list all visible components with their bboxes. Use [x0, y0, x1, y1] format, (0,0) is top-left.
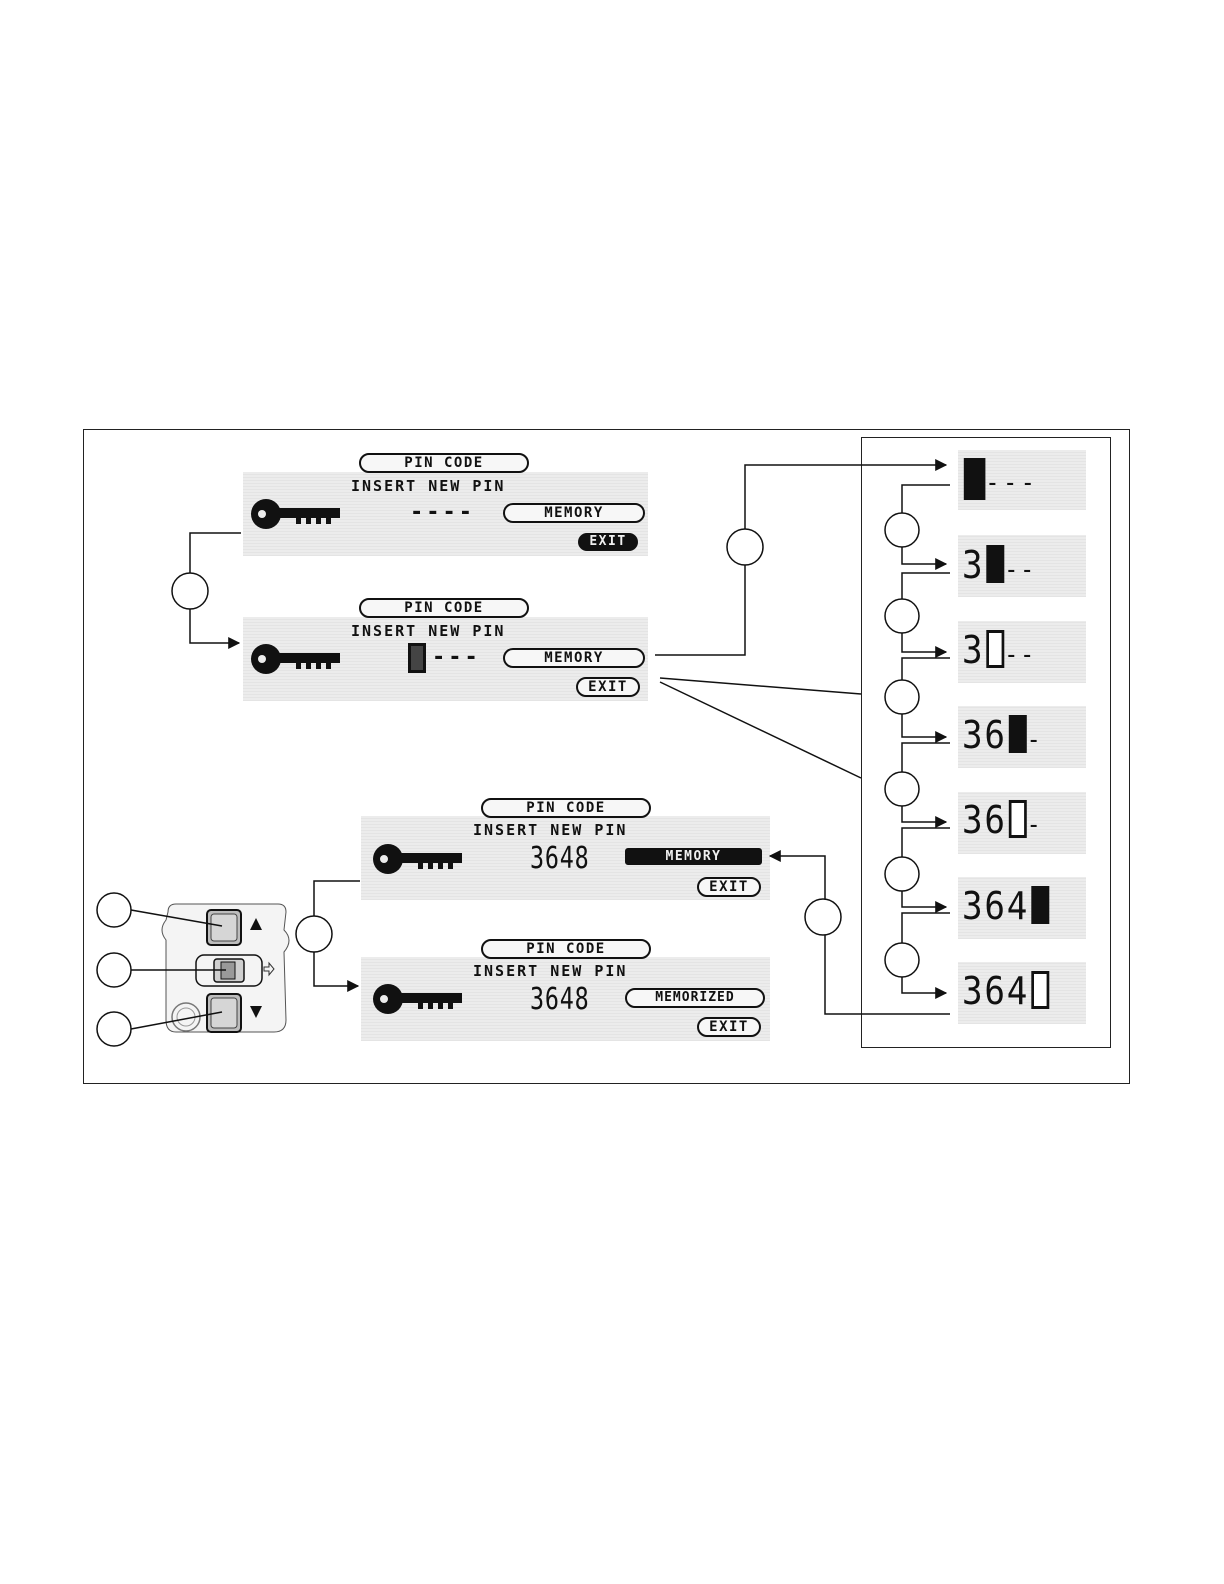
callout-circle — [97, 893, 131, 927]
key-icon — [251, 644, 340, 674]
callout-circle — [885, 772, 919, 806]
callout-circle — [97, 953, 131, 987]
callout-circle — [885, 599, 919, 633]
callout-circle — [172, 573, 208, 609]
callout-circle — [885, 680, 919, 714]
callout-circle — [805, 899, 841, 935]
callout-circle — [885, 513, 919, 547]
callout-circle — [296, 916, 332, 952]
callout-circle — [885, 857, 919, 891]
key-icon — [373, 984, 462, 1014]
callout-circle — [885, 943, 919, 977]
callout-circle — [727, 529, 763, 565]
callout-circle — [97, 1012, 131, 1046]
key-icon — [251, 499, 340, 529]
key-icon — [373, 844, 462, 874]
handlebar-control — [162, 904, 289, 1032]
